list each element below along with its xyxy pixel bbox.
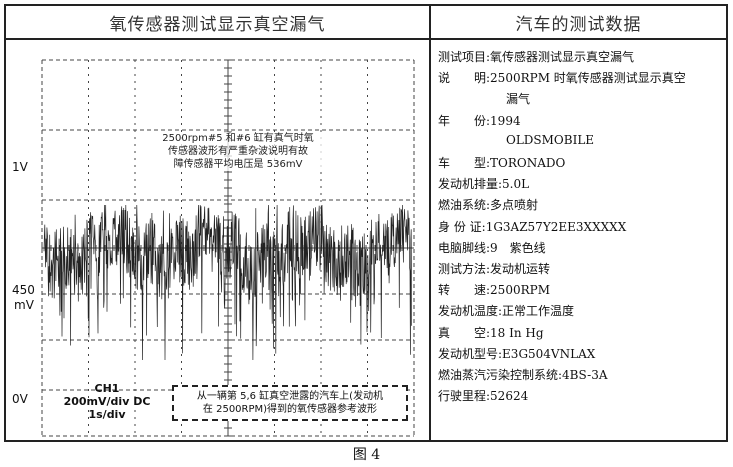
data-row-label: 测试项目: (438, 50, 491, 64)
caption-line: 从一辆第 5,6 缸真空泄露的汽车上(发动机 (196, 391, 384, 402)
data-row: 车 型:TORONADO (438, 154, 565, 171)
y-label-mv: mV (14, 298, 34, 312)
data-row-value: 发动机运转 (490, 262, 551, 276)
data-row: 燃油系统:多点喷射 (438, 196, 538, 213)
data-row-value: 2500RPM 时氧传感器测试显示真空 (490, 71, 686, 86)
data-row-value: 18 In Hg (490, 325, 544, 340)
data-row: 身 份 证:1G3AZ57Y2EE3XXXXX (438, 218, 626, 235)
scope-title: 氧传感器测试显示真空漏气 (6, 6, 431, 40)
data-row-label (438, 133, 506, 147)
data-row-label: 发动机温度: (438, 304, 503, 319)
data-row-label (438, 92, 506, 106)
data-row-label: 转 速: (438, 283, 491, 298)
data-row: 真 空:18 In Hg (438, 324, 544, 341)
figure-frame: 氧传感器测试显示真空漏气 汽车的测试数据 1V 450 mV 0V 2500rp… (4, 4, 728, 442)
data-row-value: OLDSMOBILE (506, 132, 595, 147)
data-row-value: 正常工作温度 (502, 304, 575, 319)
data-row-label: 行驶里程: (438, 389, 491, 404)
data-row: 行驶里程:52624 (438, 387, 528, 404)
caption-line: 在 2500RPM)得到的氧传感器参考波形 (202, 404, 378, 415)
data-row-label: 说 明: (438, 71, 491, 86)
data-row-value: 氧传感器测试显示真空漏气 (490, 50, 635, 64)
data-row-label: 电脑脚线: (438, 240, 491, 255)
y-label-0v: 0V (12, 392, 28, 406)
data-row-label: 车 型: (438, 156, 491, 170)
data-row-label: 年 份: (438, 113, 491, 128)
waveform-caption: 从一辆第 5,6 缸真空泄露的汽车上(发动机 在 2500RPM)得到的氧传感器… (172, 385, 408, 421)
data-row: 发动机排量:5.0L (438, 175, 529, 192)
data-row-value: 2500RPM (490, 283, 550, 298)
channel-name: CH1 (94, 382, 120, 395)
channel-scale: 200mV/div DC (63, 395, 151, 408)
data-row: 发动机温度:正常工作温度 (438, 302, 574, 319)
data-row: 电脑脚线:9 紫色线 (438, 239, 546, 256)
data-row-label: 发动机排量: (438, 177, 503, 192)
data-row-value: TORONADO (490, 156, 566, 170)
data-row: 燃油蒸汽污染控制系统:4BS-3A (438, 366, 608, 383)
data-row: 说 明:2500RPM 时氧传感器测试显示真空 (438, 69, 686, 86)
data-title: 汽车的测试数据 (431, 6, 726, 40)
o2-waveform (43, 204, 412, 361)
data-row: 漏气 (438, 90, 530, 107)
annotation-line: 2500rpm#5 和#6 缸有真气时氧 (162, 133, 314, 144)
data-row: 发动机型号:E3G504VNLAX (438, 345, 595, 362)
data-row-label: 测试方法: (438, 262, 491, 276)
data-row-value: 52624 (490, 389, 529, 404)
data-row-value: 5.0L (502, 177, 530, 192)
annotation-line: 传感器波形有严重杂波说明有故 (168, 146, 308, 157)
data-row-value: E3G504VNLAX (502, 346, 596, 361)
annotation-line: 障传感器平均电压是 536mV (173, 159, 303, 170)
data-row-label: 真 空: (438, 325, 491, 340)
data-row-value: 漏气 (506, 92, 531, 107)
data-row-value: 1G3AZ57Y2EE3XXXXX (485, 219, 627, 234)
data-row-value: 多点喷射 (490, 198, 539, 213)
y-label-1v: 1V (12, 160, 28, 174)
data-row: 测试项目:氧传感器测试显示真空漏气 (438, 48, 634, 65)
scope-display (41, 59, 415, 437)
y-label-450: 450 (12, 283, 35, 297)
data-row: 年 份:1994 (438, 112, 521, 129)
figure-label: 图 4 (352, 447, 381, 463)
data-row-value: 4BS-3A (562, 368, 608, 382)
data-row-label: 燃油系统: (438, 198, 491, 213)
data-row: 测试方法:发动机运转 (438, 260, 550, 277)
data-row-label: 身 份 证: (438, 219, 486, 234)
channel-timebase: 1s/div (88, 408, 126, 421)
data-row: OLDSMOBILE (438, 133, 594, 147)
data-row-label: 发动机型号: (438, 346, 503, 361)
scope-annotation: 2500rpm#5 和#6 缸有真气时氧 传感器波形有严重杂波说明有故 障传感器… (140, 132, 336, 171)
data-row-value: 9 紫色线 (490, 240, 546, 255)
data-row-value: 1994 (490, 113, 521, 128)
waveform-trace (43, 204, 412, 361)
channel-settings: CH1 200mV/div DC 1s/div (52, 382, 162, 421)
data-row-label: 燃油蒸汽污染控制系统: (438, 368, 563, 382)
oscilloscope-panel: 1V 450 mV 0V 2500rpm#5 和#6 缸有真气时氧 传感器波形有… (6, 40, 431, 440)
data-row: 转 速:2500RPM (438, 281, 550, 298)
